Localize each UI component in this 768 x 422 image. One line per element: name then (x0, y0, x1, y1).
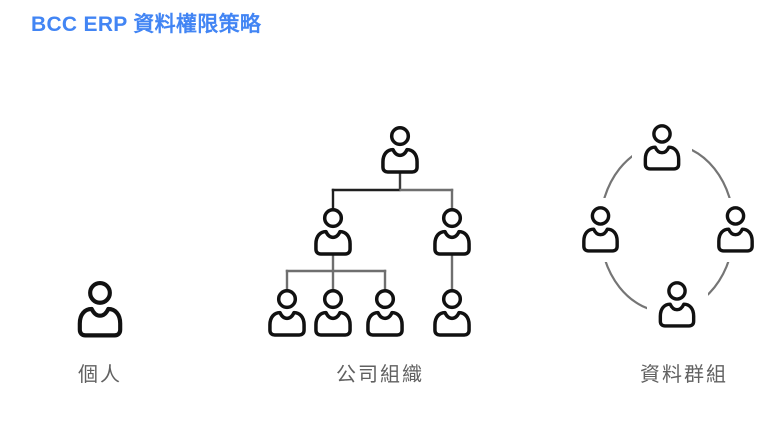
org-chart-diagram (268, 126, 471, 337)
person-icon (268, 289, 306, 337)
individual-label: 個人 (78, 364, 122, 386)
person-icon (314, 289, 352, 337)
person-icon (433, 289, 471, 337)
person-icon (366, 289, 404, 337)
individual-diagram (80, 283, 120, 335)
data-group-label: 資料群組 (640, 364, 728, 386)
person-icon (80, 283, 120, 335)
org-chart-connectors (285, 170, 454, 296)
organization-label: 公司組織 (336, 364, 424, 386)
person-icon (433, 208, 471, 256)
person-icon (314, 208, 352, 256)
data-group-diagram (570, 115, 765, 342)
page-title: BCC ERP 資料權限策略 (31, 13, 262, 36)
person-icon (381, 126, 419, 174)
